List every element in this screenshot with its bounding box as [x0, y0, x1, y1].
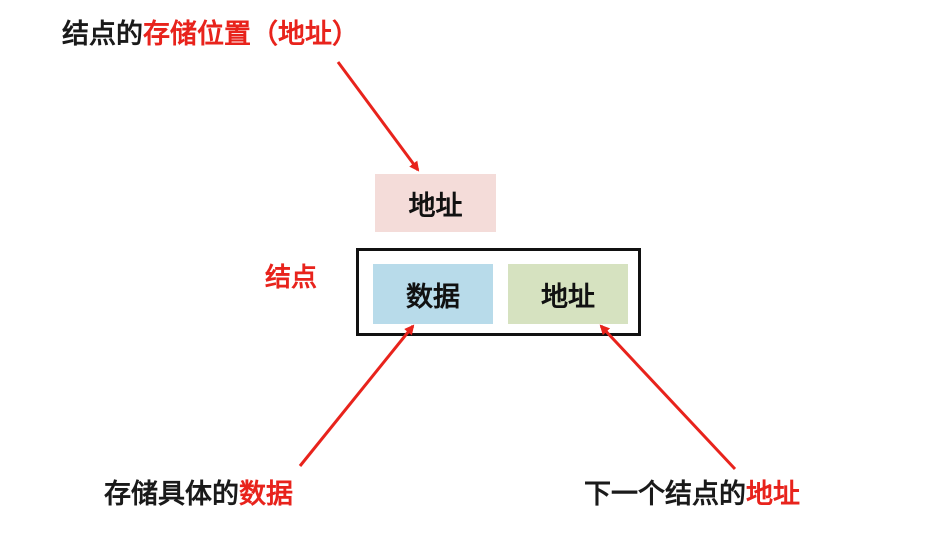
- top-caption: 结点的存储位置（地址）: [62, 18, 359, 52]
- bottom-right-caption-highlight: 地址: [746, 479, 800, 510]
- node-label: 结点: [265, 263, 318, 293]
- bottom-right-caption-plain: 下一个结点的: [584, 479, 746, 510]
- arrow-to-address-box: [336, 61, 420, 172]
- storage-address-box: 地址: [375, 174, 496, 232]
- bottom-left-caption-highlight: 数据: [239, 479, 293, 510]
- node-frame: [356, 248, 641, 336]
- arrow-to-data-cell: [298, 324, 415, 467]
- bottom-left-caption-plain: 存储具体的: [104, 479, 239, 510]
- node-data-cell: 数据: [373, 264, 493, 324]
- top-caption-plain: 结点的: [62, 19, 143, 50]
- bottom-right-caption: 下一个结点的地址: [584, 478, 800, 512]
- arrow-to-next-address-cell: [599, 324, 737, 471]
- node-next-address-cell: 地址: [508, 264, 628, 324]
- bottom-left-caption: 存储具体的数据: [104, 478, 293, 512]
- top-caption-highlight: 存储位置（地址）: [143, 19, 359, 50]
